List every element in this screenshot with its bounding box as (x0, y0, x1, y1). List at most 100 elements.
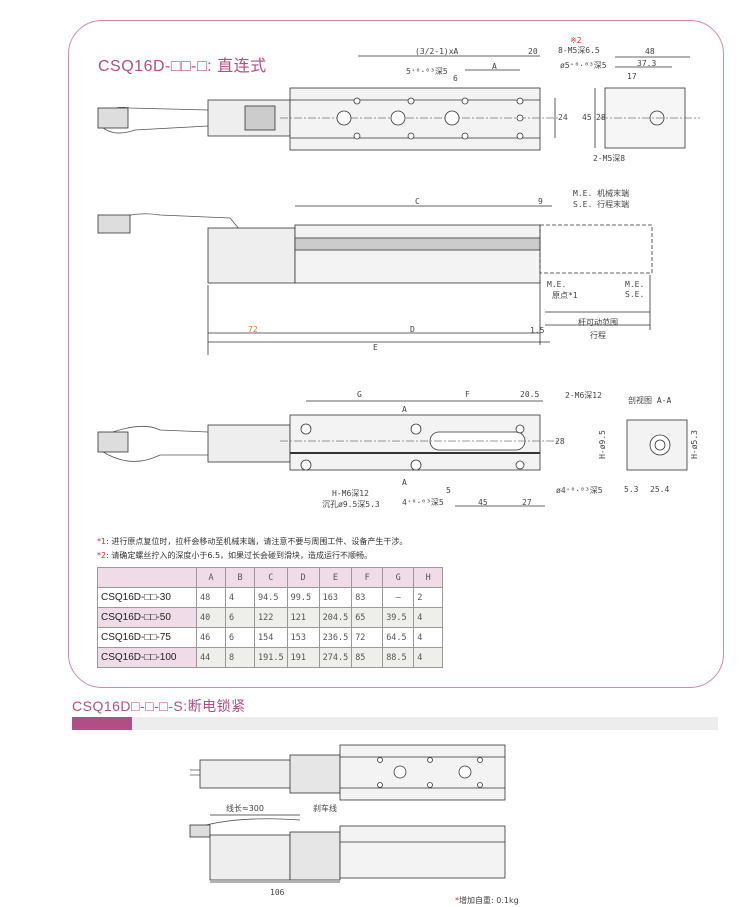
table-header: B (225, 567, 255, 588)
section-frame (68, 20, 724, 688)
table-header: D (286, 567, 320, 588)
table-cell: 191 (286, 647, 320, 668)
brake-cable-label: 刹车线 (313, 804, 337, 813)
dim-label: 45 (478, 498, 488, 507)
table-cell: 274.5 (318, 647, 353, 668)
dim-label: 27 (522, 498, 532, 507)
model-cell: CSQ16D-□□-30 (97, 587, 197, 608)
note-mark: *1 (97, 537, 107, 546)
note-mark: * (455, 896, 459, 905)
dim-label: D (410, 325, 415, 334)
dim-label: A (402, 478, 407, 487)
table-cell: 39.5 (382, 607, 415, 628)
dim-label: 24 (558, 113, 568, 122)
dim-label: F (465, 390, 470, 399)
table-cell: 65 (351, 607, 384, 628)
table-cell: 48 (196, 587, 226, 608)
table-cell: 85 (351, 647, 384, 668)
dim-label: 28 (555, 437, 565, 446)
note-1: *1: 进行原点复位时，拉杆会移动至机械末端，请注意不要与周围工件、设备产生干涉… (97, 536, 407, 547)
table-cell: 44 (196, 647, 226, 668)
table-cell: 83 (351, 587, 384, 608)
table-cell: 121 (286, 607, 320, 628)
dim-label: G (357, 390, 362, 399)
dim-label: 5⁺⁰·⁰³深5 (406, 67, 448, 76)
note-text: : 进行原点复位时，拉杆会移动至机械末端，请注意不要与周围工件、设备产生干涉。 (106, 537, 408, 546)
dim-label: ø4⁺⁰·⁰³深5 (556, 486, 603, 495)
dim-label: 6 (453, 74, 458, 83)
dim-label: 25.4 (650, 485, 670, 494)
origin-label: 原点*1 (552, 290, 578, 301)
table-cell: 4 (413, 647, 444, 668)
dim-label: H-ø5.3 (690, 430, 699, 459)
dim-label: 2-M5深8 (593, 154, 626, 163)
dim-label: H-M6深12 (332, 489, 369, 498)
brake-side-drawing (189, 814, 506, 883)
weight-note: *增加自重: 0.1kg (455, 895, 519, 906)
section-bar-accent (72, 717, 132, 730)
table-cell: 40 (196, 607, 226, 628)
dim-label: S.E. 行程末端 (573, 200, 630, 209)
dim-label: A (402, 405, 407, 414)
table-cell: 46 (196, 627, 226, 648)
table-cell: 204.5 (318, 607, 353, 628)
table-cell: 6 (225, 627, 255, 648)
origin-text: 原点*1 (552, 291, 578, 300)
dim-label: 5 (446, 486, 451, 495)
table-header: F (351, 567, 384, 588)
dim-label: 杆可动范围 (578, 318, 618, 327)
dim-label: 1.5 (530, 326, 545, 335)
table-cell: – (382, 587, 415, 608)
note-text: 增加自重: 0.1kg (459, 896, 519, 905)
table-header: C (254, 567, 288, 588)
table-header (97, 567, 197, 588)
dim-label: 行程 (590, 331, 606, 340)
dim-label: 48 (645, 47, 655, 56)
table-cell: 64.5 (382, 627, 415, 648)
table-cell: 163 (318, 587, 353, 608)
dim-label: 37.3 (637, 59, 657, 68)
table-header: H (413, 567, 444, 588)
note-text: : 请确定螺丝拧入的深度小于6.5，如果过长会碰到滑块，造成运行不顺畅。 (106, 551, 373, 560)
dim-label: 28 (596, 113, 606, 122)
dim-label: 106 (270, 888, 285, 897)
table-cell: 4 (225, 587, 255, 608)
table-cell: 6 (225, 607, 255, 628)
model-cell: CSQ16D-□□-75 (97, 627, 197, 648)
table-header: A (196, 567, 226, 588)
dim-label: 72 (248, 325, 258, 334)
dim-label: 20 (528, 47, 538, 56)
dim-label: E (373, 343, 378, 352)
dim-label: 9 (538, 197, 543, 206)
model-cell: CSQ16D-□□-50 (97, 607, 197, 628)
table-cell: 99.5 (286, 587, 320, 608)
section-title-direct: CSQ16D-□□-□: 直连式 (98, 58, 267, 75)
section-bar (132, 717, 718, 730)
dim-label: 20.5 (520, 390, 540, 399)
dim-label: 45 (582, 113, 592, 122)
dim-label: 17 (627, 72, 637, 81)
table-cell: 191.5 (254, 647, 288, 668)
dim-label: ø5⁺⁰·⁰³深5 (560, 61, 607, 70)
table-cell: 236.5 (318, 627, 353, 648)
dim-label: M.E. 机械末端 (573, 189, 630, 198)
note-mark: *2 (97, 551, 107, 560)
dim-label: 剖视图 A-A (628, 396, 672, 405)
dim-label: H-ø9.5 (598, 430, 607, 459)
dim-label: 2-M6深12 (565, 391, 602, 400)
table-cell: 2 (413, 587, 444, 608)
top-view-drawing (97, 55, 700, 151)
model-cell: CSQ16D-□□-100 (97, 647, 197, 668)
table-cell: 72 (351, 627, 384, 648)
table-cell: 4 (413, 627, 444, 648)
bottom-view-drawing (97, 400, 688, 507)
table-cell: 94.5 (254, 587, 288, 608)
dim-label: 8-M5深6.5 (558, 46, 600, 55)
dim-label: 4⁺⁰·⁰³深5 (402, 498, 444, 507)
table-cell: 8 (225, 647, 255, 668)
dim-label: A (492, 62, 497, 71)
dim-label: C (415, 197, 420, 206)
